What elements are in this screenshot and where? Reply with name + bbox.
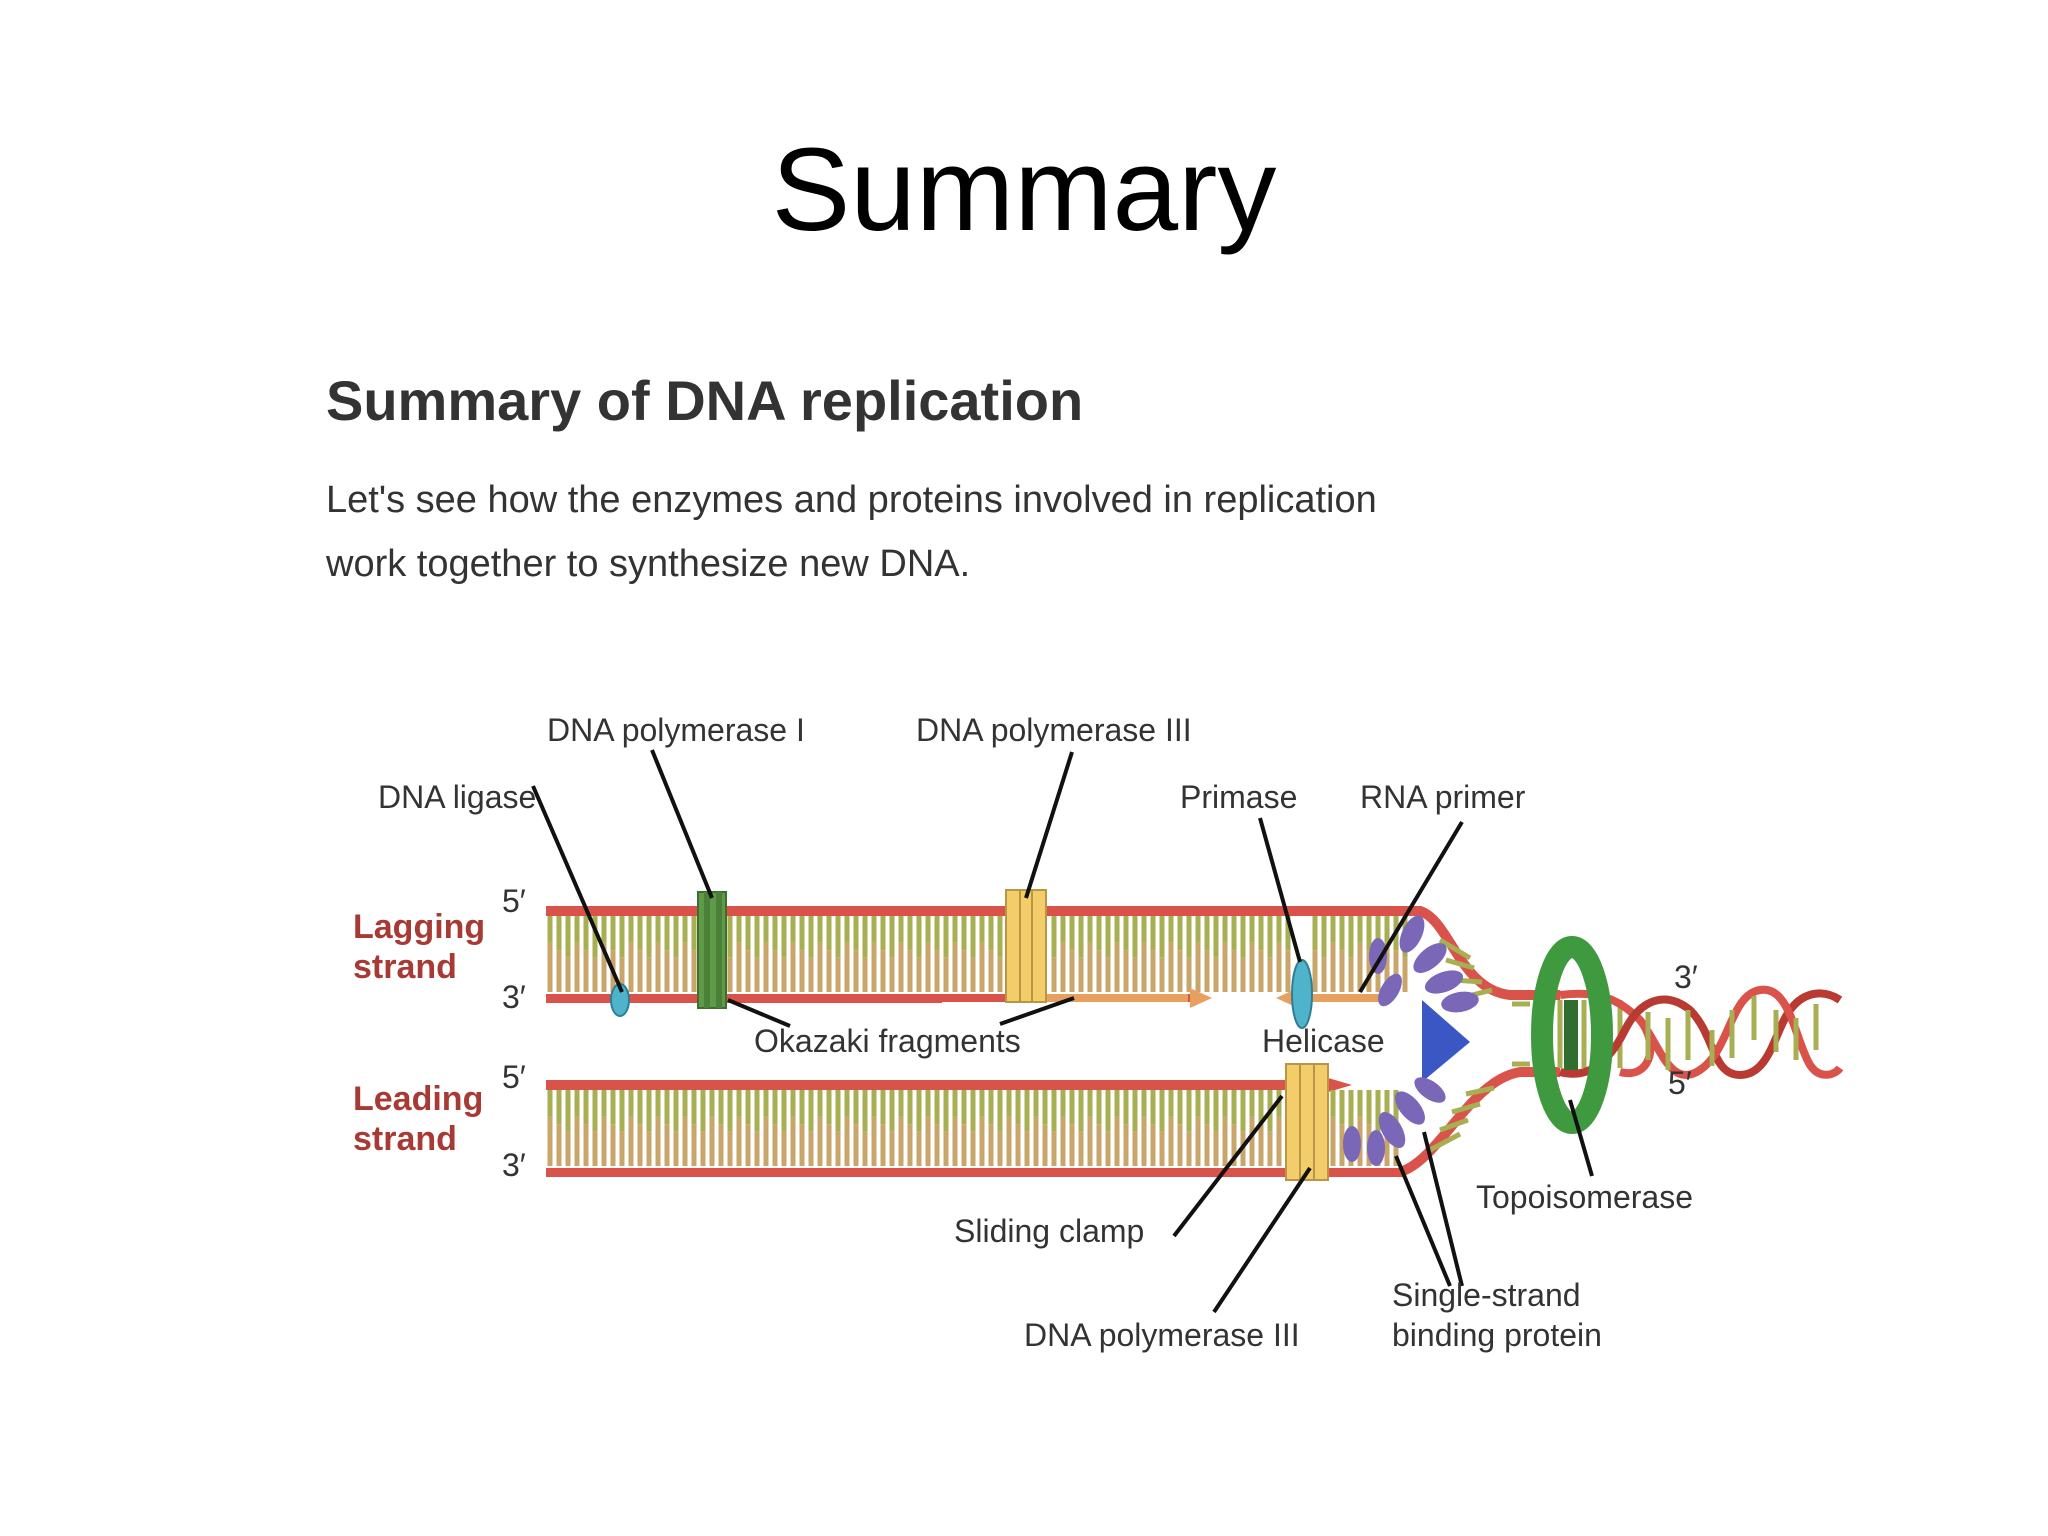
- label-leading-strand-2: strand: [353, 1120, 457, 1158]
- leading-top-backbone: [546, 1080, 1308, 1090]
- label-dna-polymerase-3-bottom: DNA polymerase III: [1024, 1317, 1300, 1353]
- label-okazaki-fragments: Okazaki fragments: [754, 1023, 1021, 1059]
- intro-line-2: work together to synthesize new DNA.: [325, 543, 970, 585]
- label-rna-primer: RNA primer: [1360, 779, 1526, 815]
- label-dna-polymerase-3-top: DNA polymerase III: [916, 712, 1192, 748]
- leading-bottom-backbone: [546, 1168, 1404, 1177]
- dna-polymerase-3-lagging-shape: [1005, 889, 1047, 1003]
- label-lagging-strand-1: Lagging: [353, 908, 485, 946]
- dna-polymerase-3-leading-shape: [1285, 1063, 1329, 1181]
- slide-title: Summary: [771, 124, 1277, 256]
- topoisomerase-core: [1564, 1000, 1578, 1070]
- label-lagging-3: 3′: [502, 979, 526, 1015]
- label-ssb-2: binding protein: [1392, 1317, 1602, 1353]
- label-helicase: Helicase: [1262, 1023, 1385, 1059]
- label-right-5: 5′: [1668, 1065, 1692, 1101]
- label-leading-3: 3′: [502, 1147, 526, 1183]
- primase-shape: [1291, 959, 1313, 1029]
- label-leading-5: 5′: [502, 1059, 526, 1095]
- topoisomerase-ring: [1531, 936, 1613, 1134]
- ssb-proteins: [1343, 915, 1479, 1166]
- label-dna-polymerase-1: DNA polymerase I: [547, 712, 805, 748]
- label-dna-ligase: DNA ligase: [378, 779, 536, 815]
- lagging-base-pairs: [547, 916, 1408, 992]
- helicase-shape: [1422, 1000, 1470, 1082]
- figure-heading: Summary of DNA replication: [326, 369, 1083, 432]
- label-ssb-1: Single-strand: [1392, 1277, 1581, 1313]
- label-lagging-5: 5′: [502, 883, 526, 919]
- label-topoisomerase: Topoisomerase: [1476, 1179, 1693, 1215]
- lagging-top-backbone: [546, 906, 1422, 916]
- label-leading-strand-1: Leading: [353, 1080, 483, 1118]
- label-sliding-clamp: Sliding clamp: [954, 1213, 1144, 1249]
- leading-base-pairs: [547, 1090, 1399, 1166]
- leader-lines: [531, 749, 1594, 1314]
- dna-polymerase-1-shape: [697, 891, 727, 1009]
- label-lagging-strand-2: strand: [353, 948, 457, 986]
- double-helix: [1558, 985, 1844, 1080]
- label-right-3: 3′: [1674, 959, 1698, 995]
- label-primase: Primase: [1180, 779, 1297, 815]
- intro-line-1: Let's see how the enzymes and proteins i…: [326, 479, 1377, 521]
